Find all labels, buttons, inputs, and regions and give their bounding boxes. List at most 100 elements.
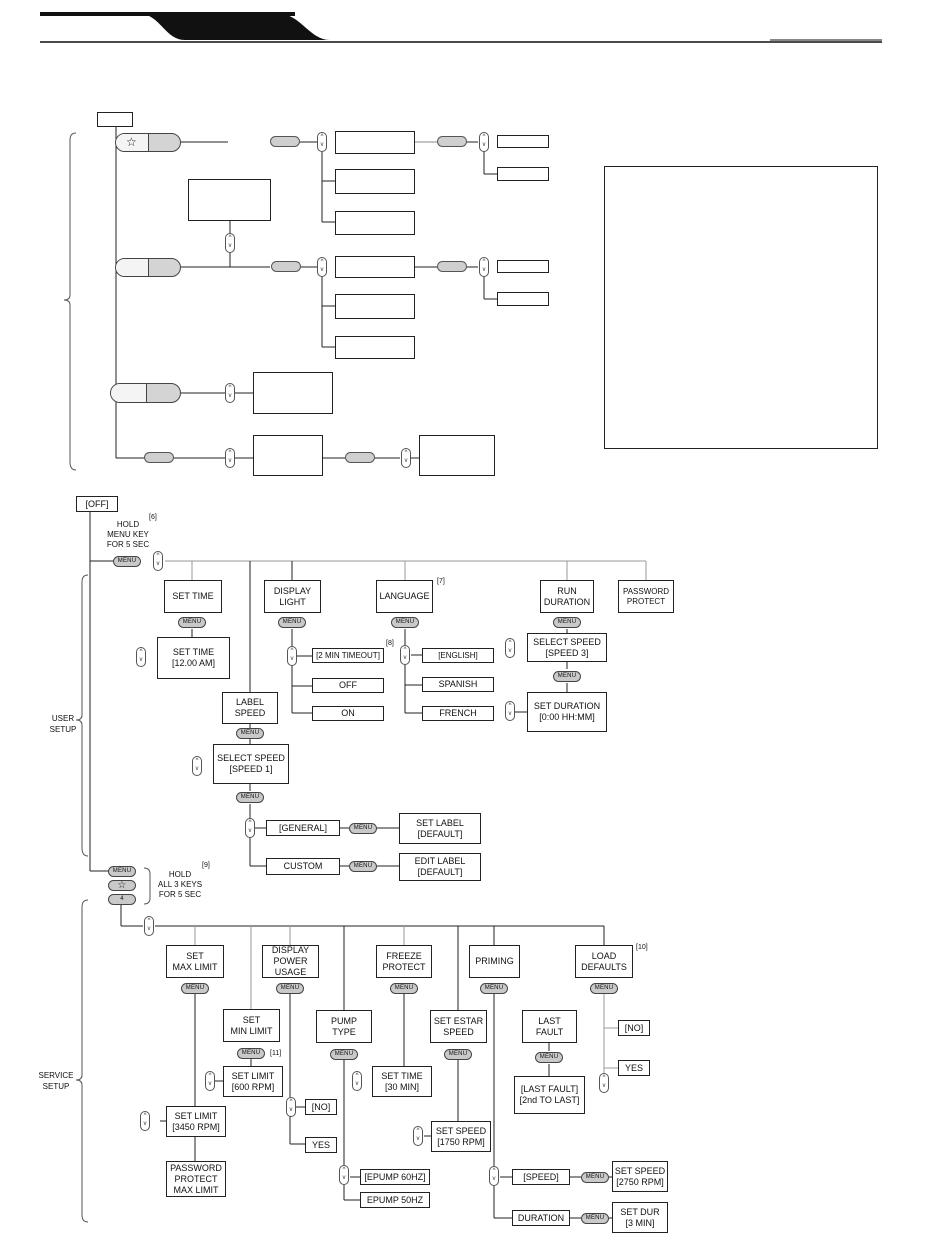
last-fault-value-box: [LAST FAULT] [2nd TO LAST] xyxy=(514,1076,585,1114)
up-down-arrows-icon: ^v xyxy=(140,1111,150,1131)
key-button[interactable] xyxy=(115,258,181,277)
menu-key-icon[interactable]: MENU xyxy=(391,617,419,628)
value-box xyxy=(497,260,549,273)
on-option-box: ON xyxy=(312,706,384,721)
set-limit-3450-box: SET LIMIT [3450 RPM] xyxy=(166,1106,226,1137)
up-down-arrows-icon: ^v xyxy=(205,1071,215,1091)
menu-item-box xyxy=(335,169,415,194)
up-down-arrows-icon: ^v xyxy=(153,551,163,571)
key-pill xyxy=(345,452,375,463)
header-band xyxy=(40,12,882,43)
up-down-arrows-icon: ^v xyxy=(225,383,235,403)
service-setup-label: SERVICE SETUP xyxy=(38,1071,74,1091)
password-protect-max-box: PASSWORD PROTECT MAX LIMIT xyxy=(166,1161,226,1197)
up-down-arrows-icon: ^v xyxy=(479,132,489,152)
info-box xyxy=(253,435,323,476)
epump-60hz-box: [EPUMP 60HZ] xyxy=(360,1169,430,1185)
menu-key-icon[interactable]: MENU xyxy=(349,861,377,872)
menu-item-box xyxy=(335,211,415,235)
value-box xyxy=(497,135,549,148)
up-down-arrows-icon: ^v xyxy=(479,257,489,277)
epump-50hz-box: EPUMP 50HZ xyxy=(360,1192,430,1208)
menu-key-icon[interactable]: MENU xyxy=(330,1049,358,1060)
set-speed-1750-box: SET SPEED [1750 RPM] xyxy=(431,1121,491,1152)
display-power-usage-box: DISPLAY POWER USAGE xyxy=(262,945,319,978)
menu-key-icon[interactable]: MENU xyxy=(276,983,304,994)
off-option-box: OFF xyxy=(312,678,384,693)
menu-key-icon[interactable]: MENU xyxy=(581,1172,609,1183)
key-button[interactable] xyxy=(110,383,181,403)
ld-yes-option-box: YES xyxy=(618,1060,650,1076)
menu-key-icon[interactable]: MENU xyxy=(108,866,136,877)
load-defaults-box: LOAD DEFAULTS xyxy=(575,945,633,978)
star-icon: ☆ xyxy=(126,135,137,149)
menu-key-icon[interactable]: MENU xyxy=(278,617,306,628)
menu-key-icon[interactable]: MENU xyxy=(178,617,206,628)
user-setup-label: USER SETUP xyxy=(49,714,77,734)
menu-key-icon[interactable]: MENU xyxy=(237,1048,265,1059)
note-6: [6] xyxy=(149,514,157,521)
menu-key-icon[interactable]: MENU xyxy=(113,556,141,567)
menu-key-icon[interactable]: MENU xyxy=(390,983,418,994)
note-8: [8] xyxy=(386,640,394,647)
set-time-30-box: SET TIME [30 MIN] xyxy=(372,1066,432,1097)
general-box: [GENERAL] xyxy=(266,820,340,836)
edit-label-box: EDIT LABEL [DEFAULT] xyxy=(399,853,481,881)
note-9: [9] xyxy=(202,862,210,869)
spanish-box: SPANISH xyxy=(422,677,494,692)
menu-key-icon[interactable]: MENU xyxy=(236,792,264,803)
up-down-arrows-icon: ^v xyxy=(245,818,255,838)
password-protect-box: PASSWORD PROTECT xyxy=(618,580,674,613)
menu-key-icon[interactable]: MENU xyxy=(581,1213,609,1224)
select-speed-1-box: SELECT SPEED [SPEED 1] xyxy=(213,744,289,784)
set-min-limit-box: SET MIN LIMIT xyxy=(223,1009,280,1042)
menu-item-box xyxy=(335,336,415,359)
up-down-arrows-icon: ^v xyxy=(505,701,515,721)
menu-key-icon[interactable]: MENU xyxy=(480,983,508,994)
menu-key-icon[interactable]: MENU xyxy=(553,617,581,628)
key-pill xyxy=(437,136,467,147)
up-down-arrows-icon: ^v xyxy=(286,1097,296,1117)
menu-item-box xyxy=(335,131,415,154)
up-down-arrows-icon: ^v xyxy=(401,448,411,468)
top-start-box xyxy=(97,112,133,127)
hold-menu-instruction: HOLD MENU KEY FOR 5 SEC xyxy=(106,520,150,549)
menu-key-icon[interactable]: MENU xyxy=(535,1052,563,1063)
priming-box: PRIMING xyxy=(469,945,520,978)
up-down-arrows-icon: ^v xyxy=(599,1073,609,1093)
menu-key-icon[interactable]: MENU xyxy=(444,1049,472,1060)
menu-item-box xyxy=(335,294,415,319)
key-pill xyxy=(270,136,300,147)
notes-panel xyxy=(604,166,878,449)
freeze-protect-box: FREEZE PROTECT xyxy=(376,945,432,978)
ld-no-option-box: [NO] xyxy=(618,1020,650,1036)
up-down-arrows-icon: ^v xyxy=(317,257,327,277)
no-option-box: [NO] xyxy=(305,1099,337,1115)
language-box: LANGUAGE xyxy=(376,580,433,613)
up-down-arrows-icon: ^v xyxy=(413,1126,423,1146)
speed-option-box: [SPEED] xyxy=(512,1169,570,1185)
menu-key-icon[interactable]: MENU xyxy=(236,728,264,739)
english-box: [ENGLISH] xyxy=(422,648,494,663)
up-down-arrows-icon: ^v xyxy=(225,233,235,253)
set-dur-box: SET DUR [3 MIN] xyxy=(612,1202,668,1233)
menu-key-icon[interactable]: MENU xyxy=(349,823,377,834)
french-box: FRENCH xyxy=(422,706,494,721)
key-4-icon[interactable]: 4 xyxy=(108,894,136,905)
run-duration-box: RUN DURATION xyxy=(540,580,594,613)
value-box xyxy=(497,292,549,306)
set-max-limit-box: SET MAX LIMIT xyxy=(166,945,224,978)
set-duration-box: SET DURATION [0:00 HH:MM] xyxy=(527,692,607,732)
up-down-arrows-icon: ^v xyxy=(144,916,154,936)
menu-key-icon[interactable]: MENU xyxy=(181,983,209,994)
up-down-arrows-icon: ^v xyxy=(287,646,297,666)
hold-all-instruction: HOLD ALL 3 KEYS FOR 5 SEC xyxy=(157,870,203,899)
set-limit-600-box: SET LIMIT [600 RPM] xyxy=(223,1066,283,1097)
star-key-button[interactable]: ☆ xyxy=(115,133,181,152)
duration-option-box: DURATION xyxy=(512,1210,570,1226)
menu-key-icon[interactable]: MENU xyxy=(553,671,581,682)
star-key-icon[interactable]: ☆ xyxy=(108,880,136,891)
set-estar-speed-box: SET ESTAR SPEED xyxy=(430,1010,487,1043)
menu-key-icon[interactable]: MENU xyxy=(590,983,618,994)
